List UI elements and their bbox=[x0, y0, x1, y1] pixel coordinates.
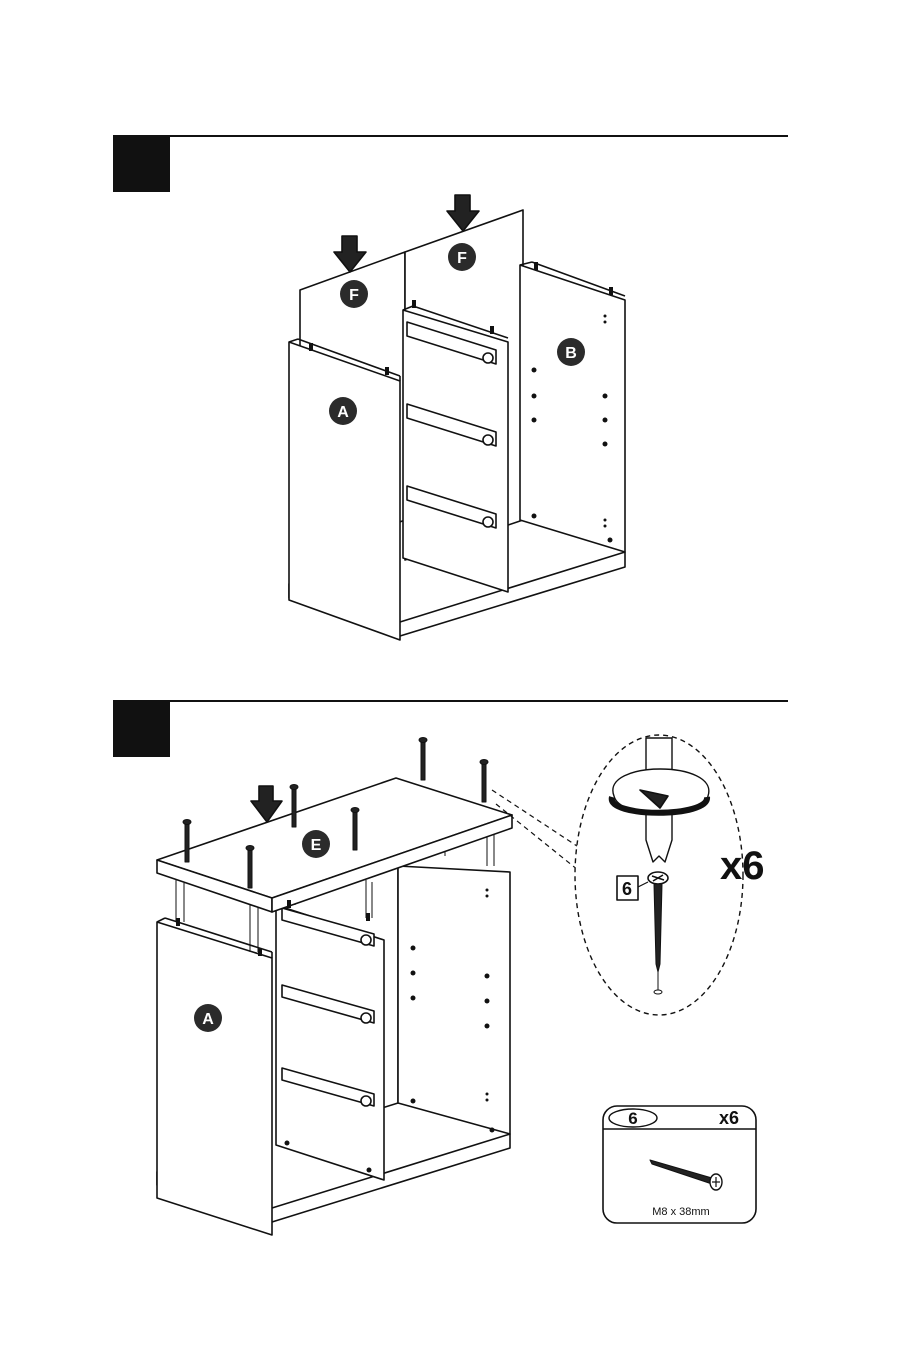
part-badge-a-step2: A bbox=[194, 1004, 222, 1032]
badge-letter: A bbox=[337, 404, 349, 421]
badge-letter: A bbox=[202, 1011, 214, 1028]
part-badge-f-left: F bbox=[340, 280, 368, 308]
parts-box-quantity: x6 bbox=[719, 1108, 739, 1128]
part-badge-e: E bbox=[302, 830, 330, 858]
part-badge-b: B bbox=[557, 338, 585, 366]
down-arrow-icon bbox=[251, 786, 282, 822]
callout-quantity: x6 bbox=[720, 844, 765, 888]
side-panel-a bbox=[157, 922, 272, 1235]
badge-letter: F bbox=[457, 250, 467, 267]
side-panel-b bbox=[520, 265, 625, 552]
part-badge-a-step1: A bbox=[329, 397, 357, 425]
badge-letter: E bbox=[311, 837, 322, 854]
middle-panel bbox=[276, 905, 384, 1180]
parts-box-number: 6 bbox=[628, 1109, 637, 1128]
part-badge-f-right: F bbox=[448, 243, 476, 271]
badge-letter: B bbox=[565, 345, 577, 362]
step-2-diagram bbox=[157, 735, 756, 1235]
side-panel-a bbox=[289, 342, 400, 640]
badge-letter: F bbox=[349, 287, 359, 304]
callout-part-number: 6 bbox=[622, 879, 632, 899]
side-panel-right bbox=[398, 866, 510, 1134]
parts-box-size: M8 x 38mm bbox=[652, 1206, 709, 1218]
